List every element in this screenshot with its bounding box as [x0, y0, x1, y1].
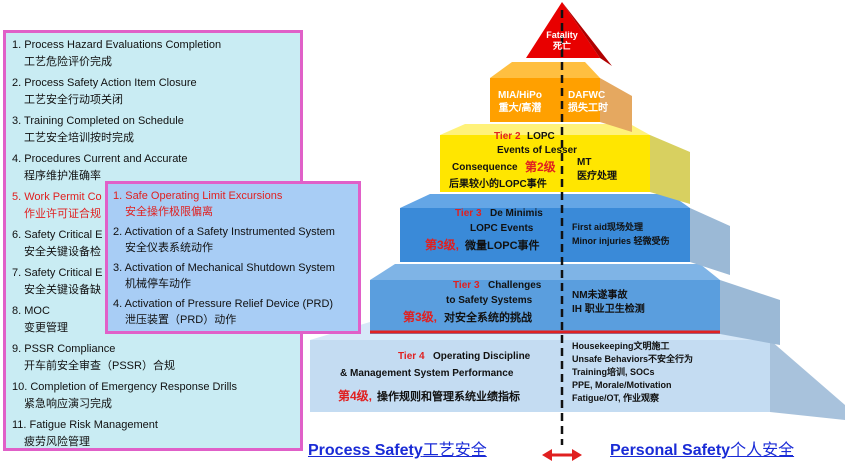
- tier1-band: [490, 78, 600, 122]
- personal-safety-label: Personal Safety个人安全: [610, 442, 795, 459]
- tier3b-right2: IH 职业卫生检测: [572, 302, 645, 315]
- tier3a-line1: De Minimis: [490, 208, 543, 219]
- tier2-top: [440, 124, 650, 135]
- tier4-side: [770, 340, 845, 420]
- tier2-right-en: MT: [577, 157, 591, 168]
- tier1-right-en: DAFWC: [568, 90, 605, 101]
- tier4-right5: Fatigue/OT, 作业观察: [572, 392, 660, 403]
- tier2-line2: Events of Lesser: [497, 145, 577, 156]
- tier3a-right2: Minor injuries 轻微受伤: [572, 235, 670, 246]
- tier3a-band: [400, 208, 690, 262]
- tier3b-line1: Challenges: [488, 280, 542, 291]
- sub-list-item: 3. Activation of Mechanical Shutdown Sys…: [113, 262, 335, 290]
- tier1-left-en: MIA/HiPo: [498, 90, 542, 101]
- tier4-line1: Operating Discipline: [433, 351, 531, 362]
- tier2-line3: Consequence: [452, 162, 518, 173]
- tier1-right-zh: 损失工时: [568, 101, 608, 114]
- tier0-zh: 死亡: [552, 40, 571, 51]
- tier3a-zh: 微量LOPC事件: [464, 238, 540, 252]
- tier2-red2: 第2级: [525, 159, 556, 174]
- tier3b-band: [370, 280, 720, 334]
- tier3a-right1: First aid现场处理: [572, 221, 643, 232]
- tier0-side: [562, 2, 612, 66]
- tier4-red2: 第4级,: [338, 388, 372, 403]
- tier3b-line2: to Safety Systems: [446, 295, 533, 306]
- tier2-side: [650, 135, 690, 204]
- tier1-left-zh: 重大/高潜: [499, 101, 543, 114]
- tier3b-zh: 对安全系统的挑战: [444, 310, 532, 324]
- tier4-zh: 操作规则和管理系统业绩指标: [377, 389, 520, 403]
- tier2-band: [440, 135, 650, 192]
- tier3a-red2: 第3级,: [425, 237, 459, 252]
- sub-list-item: 2. Activation of a Safety Instrumented S…: [113, 226, 335, 254]
- tier3b-red2: 第3级,: [403, 309, 437, 324]
- sub-list-item: 4. Activation of Pressure Relief Device …: [113, 298, 334, 326]
- tier3b-red: Tier 3: [453, 280, 480, 291]
- tier3a-side: [690, 208, 730, 275]
- tier4-red: Tier 4: [398, 351, 425, 362]
- arrow-left-head: [542, 449, 552, 461]
- tier4-line2: & Management System Performance: [340, 368, 514, 379]
- tier3a-red: Tier 3: [455, 208, 482, 219]
- tier2-line1: LOPC: [527, 131, 555, 142]
- tier4-right4: PPE, Morale/Motivation: [572, 380, 672, 390]
- tier2-zh: 后果较小的LOPC事件: [449, 177, 547, 190]
- list-item: 1. Process Hazard Evaluations Completion…: [12, 39, 222, 68]
- process-safety-label: Process Safety工艺安全: [308, 442, 487, 459]
- tier4-band: [310, 340, 770, 412]
- tier2-red: Tier 2: [494, 131, 521, 142]
- tier1-side: [600, 78, 632, 132]
- tier3b-top: [370, 264, 720, 280]
- tier2-right-zh: 医疗处理: [577, 169, 617, 182]
- tier4-right2: Unsafe Behaviors不安全行为: [572, 353, 693, 364]
- tier3b-right1: NM未遂事故: [572, 288, 629, 301]
- tier1-top: [490, 62, 600, 78]
- list-item: 10. Completion of Emergency Response Dri…: [12, 381, 237, 410]
- arrow-right-head: [572, 449, 582, 461]
- tier3a-top: [400, 194, 690, 208]
- tier3a-line2: LOPC Events: [470, 223, 534, 234]
- tier0-en: Fatality: [546, 30, 578, 40]
- tier4-right1: Housekeeping文明施工: [572, 340, 670, 351]
- tier4-right3: Training培训, SOCs: [572, 366, 655, 377]
- tier3b-side: [720, 280, 780, 345]
